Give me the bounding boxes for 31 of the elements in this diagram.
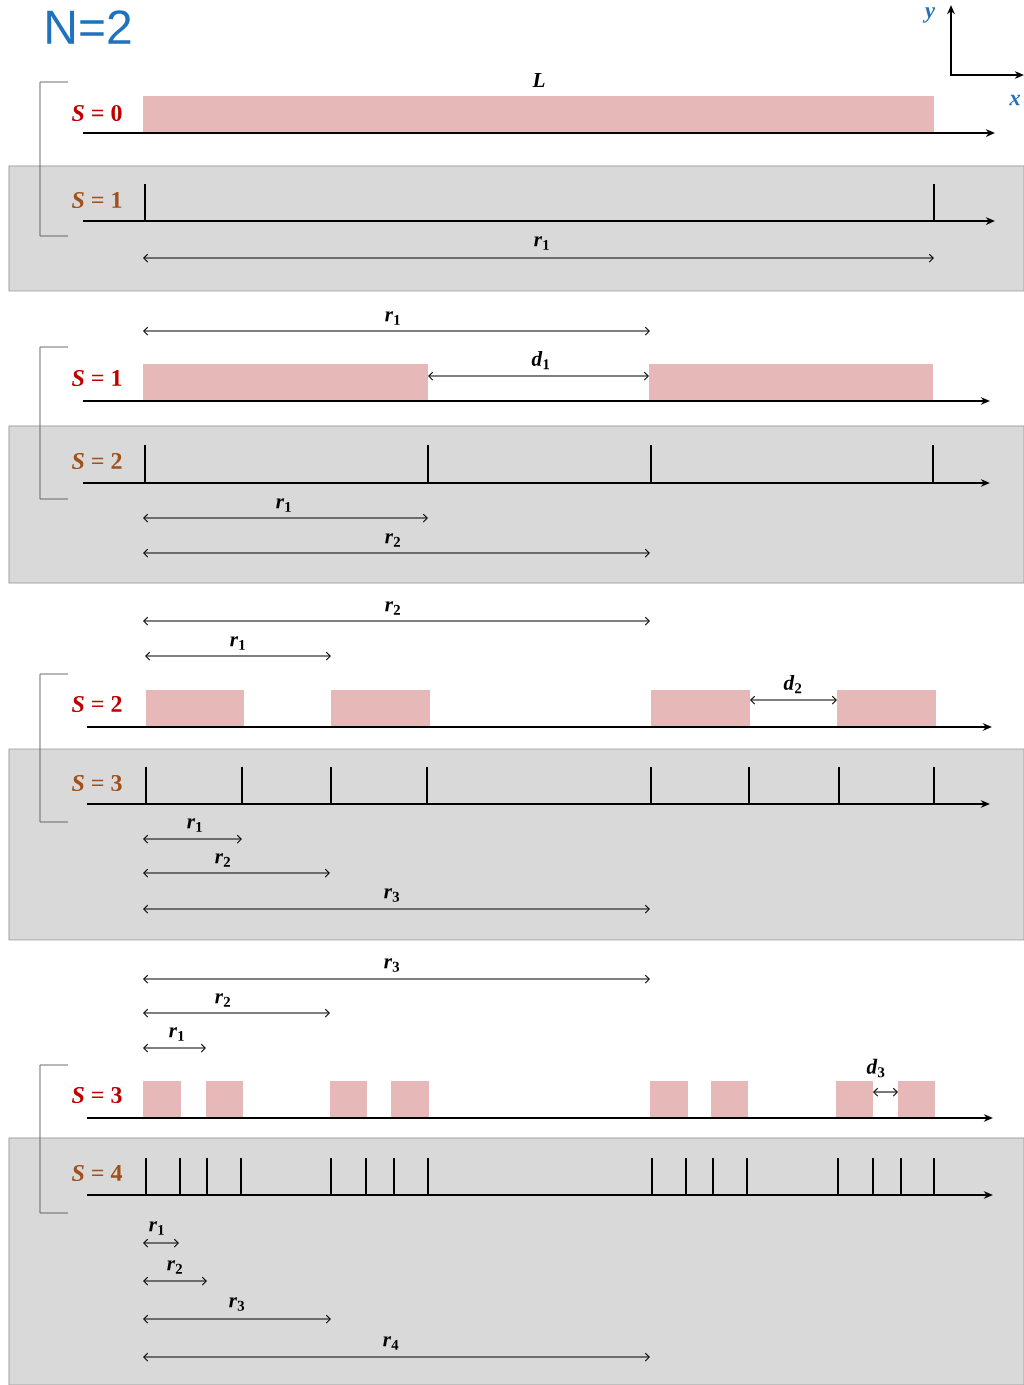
math-label: d$_{1}$	[531, 350, 550, 370]
axis-label: y	[922, 7, 936, 23]
state-label: S = 3	[71, 1086, 122, 1104]
math-label: L	[532, 73, 545, 87]
state-label: S = 2	[71, 695, 122, 713]
math-label: r$_{1}$	[385, 311, 400, 325]
state-label: S = 1	[71, 191, 122, 209]
math-label: r$_{3}$	[384, 958, 400, 972]
math-label: r$_{1}$	[149, 1221, 164, 1235]
math-label: r$_{1}$	[534, 236, 549, 250]
math-label: d$_{2}$	[783, 674, 802, 694]
math-label: r$_{1}$	[276, 498, 291, 512]
math-label: r$_{1}$	[169, 1027, 184, 1041]
math-label: r$_{2}$	[385, 601, 400, 615]
math-label: r$_{4}$	[383, 1336, 399, 1350]
math-label: r$_{2}$	[215, 853, 230, 867]
math-label: r$_{3}$	[384, 888, 400, 902]
math-label: r$_{2}$	[167, 1260, 182, 1274]
state-label: S = 0	[71, 104, 122, 122]
math-label: d$_{3}$	[866, 1058, 885, 1078]
state-label: S = 2	[71, 452, 122, 470]
state-label: S = 3	[71, 774, 122, 792]
title: N=2	[47, 10, 131, 44]
state-label: S = 4	[71, 1164, 123, 1182]
math-label: r$_{1}$	[187, 818, 202, 832]
math-label: r$_{3}$	[229, 1297, 245, 1311]
math-label: r$_{2}$	[385, 533, 400, 547]
math-label: r$_{1}$	[230, 636, 245, 650]
state-label: S = 1	[71, 369, 122, 387]
math-label: r$_{2}$	[215, 993, 230, 1007]
axis-label: x	[1009, 94, 1021, 106]
